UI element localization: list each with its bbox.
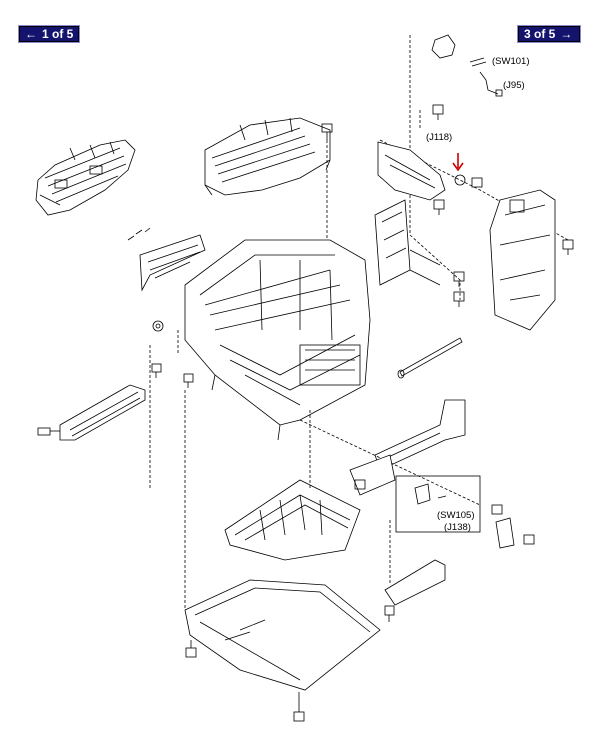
callout-j95: (J95) bbox=[503, 80, 525, 91]
arrow-left-icon: ← bbox=[25, 27, 37, 41]
fuser-unit-part bbox=[35, 139, 136, 216]
callout-sw105: (SW105) bbox=[437, 510, 474, 521]
sensor-part bbox=[414, 483, 447, 505]
cable-part bbox=[479, 71, 503, 97]
callout-j118: (J118) bbox=[426, 132, 452, 143]
highlight-arrow-icon bbox=[452, 153, 464, 172]
main-frame-part bbox=[184, 239, 371, 441]
roller-shaft-part bbox=[397, 337, 463, 379]
callout-box bbox=[395, 475, 481, 533]
bracket-assembly-part bbox=[377, 141, 466, 201]
screw-part bbox=[491, 504, 535, 545]
tray-guide-part bbox=[384, 559, 446, 622]
screw-part bbox=[432, 104, 574, 307]
screw-part bbox=[321, 123, 333, 140]
washer-part bbox=[152, 320, 164, 332]
next-page-label: 3 of 5 bbox=[524, 27, 556, 41]
controller-board-part bbox=[374, 199, 411, 286]
prev-page-button[interactable]: ← 1 of 5 bbox=[18, 25, 80, 43]
right-side-cover-part bbox=[489, 189, 556, 331]
leader-line bbox=[299, 419, 481, 506]
left-rail-part bbox=[37, 384, 146, 441]
switch-bracket-part bbox=[431, 34, 487, 67]
base-plate-part bbox=[184, 579, 381, 691]
sensor-bracket-part bbox=[349, 454, 396, 496]
screw-part bbox=[151, 363, 194, 388]
bracket-part bbox=[495, 517, 515, 549]
guide-assembly-part bbox=[127, 227, 206, 292]
screw-part bbox=[185, 640, 305, 722]
callout-sw101: (SW101) bbox=[492, 56, 529, 67]
next-page-button[interactable]: 3 of 5 → bbox=[517, 25, 581, 43]
prev-page-label: 1 of 5 bbox=[42, 27, 74, 41]
feed-guide-part bbox=[224, 479, 361, 561]
leader-line bbox=[409, 249, 441, 286]
callout-j138: (J138) bbox=[444, 522, 471, 533]
leader-line bbox=[409, 35, 461, 300]
top-cover-assembly-part bbox=[204, 117, 331, 196]
arrow-right-icon: → bbox=[560, 27, 573, 41]
